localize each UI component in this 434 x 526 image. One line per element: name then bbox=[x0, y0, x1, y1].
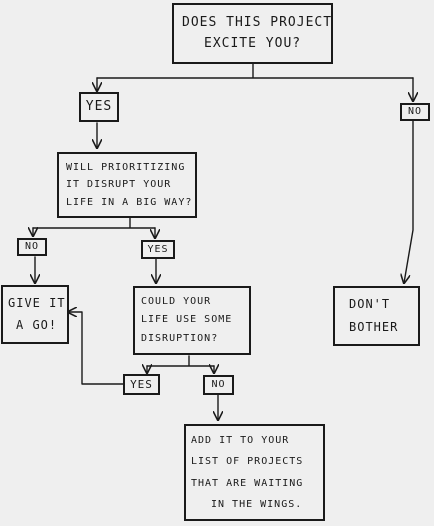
box-text-line: Will prioritizing bbox=[66, 161, 186, 173]
box-text-line: disruption? bbox=[141, 332, 219, 344]
box-text-line: Bother bbox=[349, 320, 399, 334]
box-text-line: that are waiting bbox=[191, 477, 304, 489]
box-text-line: Could your bbox=[141, 295, 212, 307]
box-dont-bother: Don't Bother bbox=[333, 286, 420, 346]
box-text-line: a go! bbox=[16, 317, 58, 332]
box-text-line: in the wings. bbox=[211, 499, 303, 510]
box-will-prioritizing-disrupt: Will prioritizing it disrupt your life i… bbox=[57, 152, 197, 218]
box-text-line: it disrupt your bbox=[66, 179, 172, 191]
box-text-line: Don't bbox=[349, 297, 391, 312]
label-yes-1: Yes bbox=[79, 92, 119, 122]
box-text-line: life use some bbox=[141, 314, 233, 326]
arrow-yes-to-give bbox=[68, 312, 124, 385]
box-could-your-life-use-disruption: Could your life use some disruption? bbox=[133, 286, 251, 355]
box-text-line: excite you? bbox=[204, 35, 302, 51]
connector-could-split bbox=[146, 355, 215, 367]
label-no-1: No bbox=[400, 103, 430, 121]
box-text-line: Add it to your bbox=[191, 434, 290, 446]
label-yes-3: Yes bbox=[123, 374, 160, 395]
box-text-line: list of projects bbox=[191, 456, 304, 467]
box-text-line: life in a big way? bbox=[66, 196, 193, 208]
connector-prioritize-split bbox=[32, 217, 156, 229]
box-does-this-project-excite-you: Does this project excite you? bbox=[172, 3, 333, 64]
label-no-3: No bbox=[203, 375, 234, 395]
arrow-to-dont-bother bbox=[404, 120, 414, 283]
connector-excite-split bbox=[96, 62, 414, 79]
box-add-to-list: Add it to your list of projects that are… bbox=[184, 424, 325, 521]
box-text-line: Give it bbox=[8, 295, 66, 310]
box-text-line: Does this project bbox=[182, 15, 333, 31]
box-give-it-a-go: Give it a go! bbox=[1, 285, 69, 344]
label-no-2: No bbox=[17, 238, 47, 256]
label-yes-2: Yes bbox=[141, 240, 175, 259]
